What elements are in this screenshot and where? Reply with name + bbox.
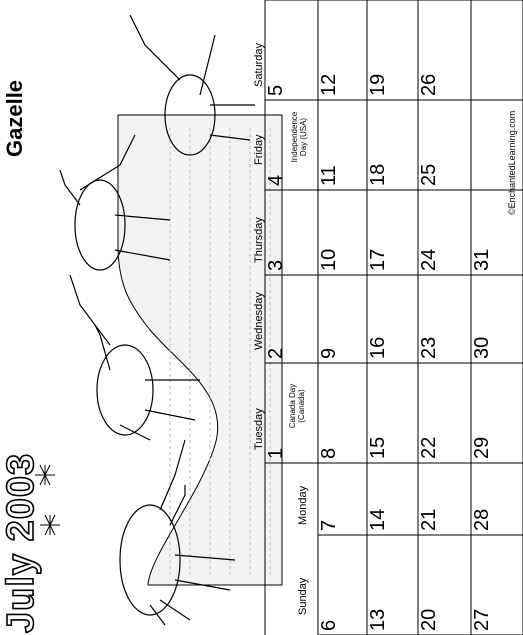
weekday-sunday: Sunday [297, 577, 309, 615]
day-number: 8 [318, 447, 340, 459]
day-number: 12 [318, 73, 340, 96]
day-number: 14 [367, 508, 389, 531]
day-number: 30 [471, 336, 493, 359]
day-number: 5 [265, 84, 287, 96]
gazelle-icon [129, 14, 255, 156]
holiday-line-1: Independence [290, 111, 299, 163]
day-number: 6 [318, 619, 340, 631]
weekday-wednesday: Wednesday [253, 292, 265, 350]
day-number: 28 [471, 508, 493, 531]
day-number: 31 [471, 248, 493, 271]
holiday-line-1: Canada Day [288, 383, 297, 429]
day-number: 25 [418, 163, 440, 186]
day-number: 24 [418, 248, 440, 271]
dragonfly-icon [35, 464, 60, 536]
weekday-monday: Monday [297, 485, 309, 525]
weekday-friday: Friday [253, 134, 265, 165]
holiday-line-2: Day (USA) [299, 117, 308, 157]
day-number: 22 [418, 436, 440, 459]
day-number: 29 [471, 436, 493, 459]
day-number: 15 [367, 436, 389, 459]
day-number: 2 [265, 347, 287, 359]
gazelle-icon [69, 274, 200, 441]
holiday-note: Canada Day (Canada) [288, 369, 306, 443]
day-number: 7 [318, 519, 340, 531]
day-number: 23 [418, 336, 440, 359]
hill-shape [117, 114, 283, 586]
day-number: 13 [367, 608, 389, 631]
holiday-line-2: (Canada) [297, 389, 306, 423]
day-number: 9 [318, 347, 340, 359]
day-number: 27 [471, 608, 493, 631]
day-number: 18 [367, 163, 389, 186]
day-number: 16 [367, 336, 389, 359]
weekday-saturday: Saturday [253, 42, 265, 87]
day-number: 17 [367, 248, 389, 271]
day-number: 21 [418, 508, 440, 531]
weekday-thursday: Thursday [253, 217, 265, 263]
day-number: 26 [418, 73, 440, 96]
day-number: 19 [367, 73, 389, 96]
weekday-tuesday: Tuesday [253, 408, 265, 450]
day-number: 1 [265, 447, 287, 459]
day-number: 20 [418, 608, 440, 631]
gazelle-icon [119, 439, 236, 626]
day-number: 10 [318, 248, 340, 271]
day-number: 4 [265, 174, 287, 186]
holiday-note: Independence Day (USA) [290, 97, 308, 177]
gazelle-icon [59, 134, 171, 271]
day-number: 11 [318, 165, 340, 186]
day-number: 3 [265, 259, 287, 271]
